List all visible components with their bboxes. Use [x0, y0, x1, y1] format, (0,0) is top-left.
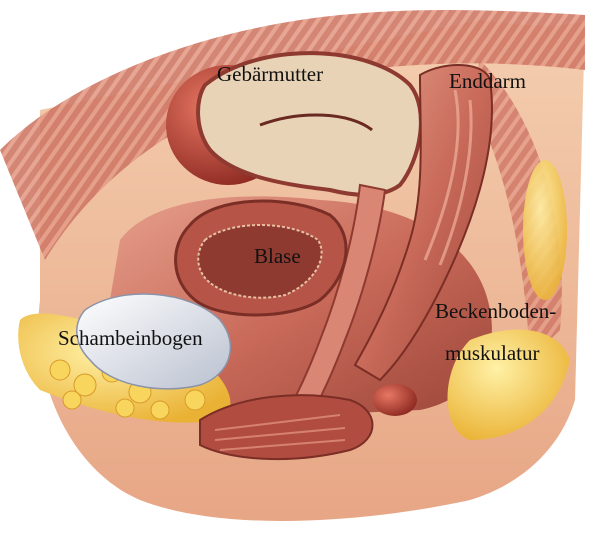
fat-upper-right	[523, 160, 567, 300]
label-uterus: Gebärmutter	[217, 62, 323, 86]
label-pubic-arch: Schambeinbogen	[58, 326, 203, 350]
label-bladder: Blase	[254, 244, 301, 268]
label-pelvic-floor-line1: Beckenboden-	[435, 299, 556, 323]
label-rectum: Enddarm	[449, 69, 526, 93]
label-pelvic-floor-line2: muskulatur	[445, 341, 540, 365]
anal-sphincter	[373, 384, 417, 416]
